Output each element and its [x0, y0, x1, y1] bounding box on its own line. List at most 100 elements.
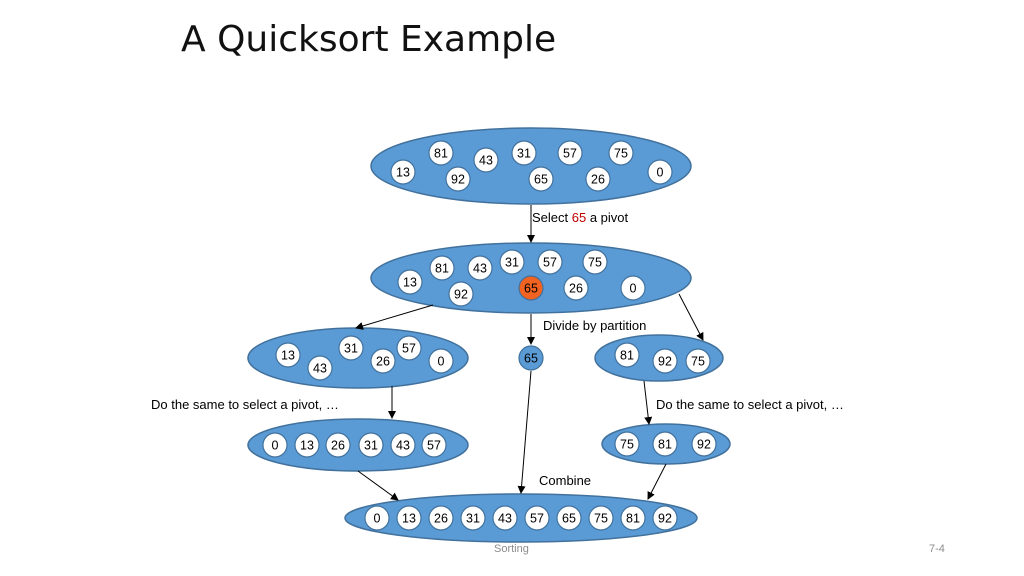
- node-right-sorted-81: 81: [652, 431, 678, 457]
- node-initial-43: 43: [473, 147, 499, 173]
- label-select-pivot: Select 65 a pivot: [532, 210, 629, 225]
- node-left-unsorted-13-label: 13: [281, 349, 295, 363]
- node-left-unsorted-57-label: 57: [402, 342, 416, 356]
- node-combined-75: 75: [588, 505, 614, 531]
- node-initial-75-label: 75: [614, 147, 628, 161]
- node-left-unsorted-26-label: 26: [376, 355, 390, 369]
- node-pivot-65: 65: [518, 345, 544, 371]
- node-left-unsorted-43-label: 43: [313, 362, 327, 376]
- node-combined-57-label: 57: [530, 512, 544, 526]
- node-left-sorted-13-label: 13: [300, 439, 314, 453]
- label-combine: Combine: [539, 473, 591, 488]
- node-left-sorted-31: 31: [358, 432, 384, 458]
- node-right-sorted-75: 75: [614, 431, 640, 457]
- node-initial-65: 65: [528, 166, 554, 192]
- node-right-sorted-75-label: 75: [620, 438, 634, 452]
- node-pivot-selected-43: 43: [467, 255, 493, 281]
- label-do-same-right: Do the same to select a pivot, …: [656, 397, 844, 412]
- node-combined-26-label: 26: [434, 512, 448, 526]
- node-left-sorted-57-label: 57: [427, 439, 441, 453]
- node-combined-75-label: 75: [594, 512, 608, 526]
- node-left-sorted-26: 26: [325, 432, 351, 458]
- arrow-right-recurse: [643, 380, 653, 425]
- node-pivot-selected-26: 26: [563, 275, 589, 301]
- node-combined-43: 43: [492, 505, 518, 531]
- node-right-sorted-92-label: 92: [697, 438, 711, 452]
- set-initial: [370, 127, 692, 205]
- node-pivot-selected-43-label: 43: [473, 262, 487, 276]
- label-do-same-left: Do the same to select a pivot, …: [151, 397, 339, 412]
- node-initial-26: 26: [585, 166, 611, 192]
- node-left-sorted-43: 43: [390, 432, 416, 458]
- node-initial-65-label: 65: [534, 173, 548, 187]
- number-nodes: 81 43 31 57 75 13 92 65 26 0 13 81 43 31 57 75 92 65 26 0 13…: [262, 140, 717, 531]
- footer-section: Sorting: [494, 543, 529, 555]
- footer-page-number: 7-4: [929, 543, 945, 555]
- node-combined-31-label: 31: [466, 512, 480, 526]
- node-initial-31: 31: [511, 140, 537, 166]
- node-pivot-selected-31-label: 31: [505, 256, 519, 270]
- node-initial-43-label: 43: [479, 154, 493, 168]
- node-initial-81: 81: [428, 140, 454, 166]
- node-right-sorted-81-label: 81: [658, 438, 672, 452]
- node-combined-0: 0: [364, 505, 390, 531]
- node-combined-81-label: 81: [626, 512, 640, 526]
- node-initial-57-label: 57: [563, 147, 577, 161]
- node-left-unsorted-31: 31: [338, 335, 364, 361]
- node-combined-57: 57: [524, 505, 550, 531]
- slide-title: A Quicksort Example: [181, 19, 557, 60]
- node-pivot-selected-65-label: 65: [524, 282, 538, 296]
- node-pivot-selected-57: 57: [537, 249, 563, 275]
- node-initial-0-label: 0: [657, 166, 664, 180]
- arrow-pivot-combine: [517, 370, 532, 494]
- node-pivot-selected-0-label: 0: [630, 282, 637, 296]
- node-pivot-selected-92: 92: [448, 281, 474, 307]
- arrow-to-left: [355, 304, 434, 330]
- node-right-unsorted-92: 92: [652, 348, 678, 374]
- node-right-sorted-92: 92: [691, 431, 717, 457]
- node-initial-0: 0: [647, 159, 673, 185]
- node-left-sorted-13: 13: [294, 432, 320, 458]
- node-pivot-selected-0: 0: [620, 275, 646, 301]
- node-pivot-selected-75-label: 75: [588, 256, 602, 270]
- node-left-unsorted-13: 13: [275, 342, 301, 368]
- node-left-unsorted-0: 0: [428, 348, 454, 374]
- node-pivot-selected-26-label: 26: [569, 282, 583, 296]
- node-combined-31: 31: [460, 505, 486, 531]
- node-pivot-selected-81-label: 81: [435, 262, 449, 276]
- arrow-to-right: [678, 293, 704, 341]
- node-left-sorted-0: 0: [262, 432, 288, 458]
- node-pivot-selected-57-label: 57: [543, 256, 557, 270]
- node-combined-0-label: 0: [374, 512, 381, 526]
- node-pivot-selected-13-label: 13: [403, 276, 417, 290]
- node-initial-92-label: 92: [451, 173, 465, 187]
- node-combined-81: 81: [620, 505, 646, 531]
- node-pivot-selected-65: 65: [518, 275, 544, 301]
- node-initial-26-label: 26: [591, 173, 605, 187]
- node-combined-13-label: 13: [402, 512, 416, 526]
- node-left-sorted-26-label: 26: [331, 439, 345, 453]
- node-left-unsorted-0-label: 0: [438, 355, 445, 369]
- node-right-unsorted-75-label: 75: [691, 355, 705, 369]
- node-initial-13-label: 13: [396, 166, 410, 180]
- node-combined-65: 65: [556, 505, 582, 531]
- node-initial-75: 75: [608, 140, 634, 166]
- node-left-sorted-57: 57: [421, 432, 447, 458]
- node-left-unsorted-31-label: 31: [344, 342, 358, 356]
- set-combined: [344, 493, 698, 543]
- label-select-pivot-value: 65: [572, 210, 586, 225]
- node-initial-81-label: 81: [434, 147, 448, 161]
- node-initial-13: 13: [390, 159, 416, 185]
- node-combined-26: 26: [428, 505, 454, 531]
- node-pivot-selected-13: 13: [397, 269, 423, 295]
- node-right-unsorted-92-label: 92: [658, 355, 672, 369]
- node-right-unsorted-75: 75: [685, 348, 711, 374]
- label-divide: Divide by partition: [543, 318, 646, 333]
- node-combined-13: 13: [396, 505, 422, 531]
- node-left-sorted-31-label: 31: [364, 439, 378, 453]
- node-left-sorted-43-label: 43: [396, 439, 410, 453]
- node-initial-57: 57: [557, 140, 583, 166]
- node-right-unsorted-81: 81: [614, 342, 640, 368]
- node-pivot-65-label: 65: [524, 352, 538, 366]
- node-combined-65-label: 65: [562, 512, 576, 526]
